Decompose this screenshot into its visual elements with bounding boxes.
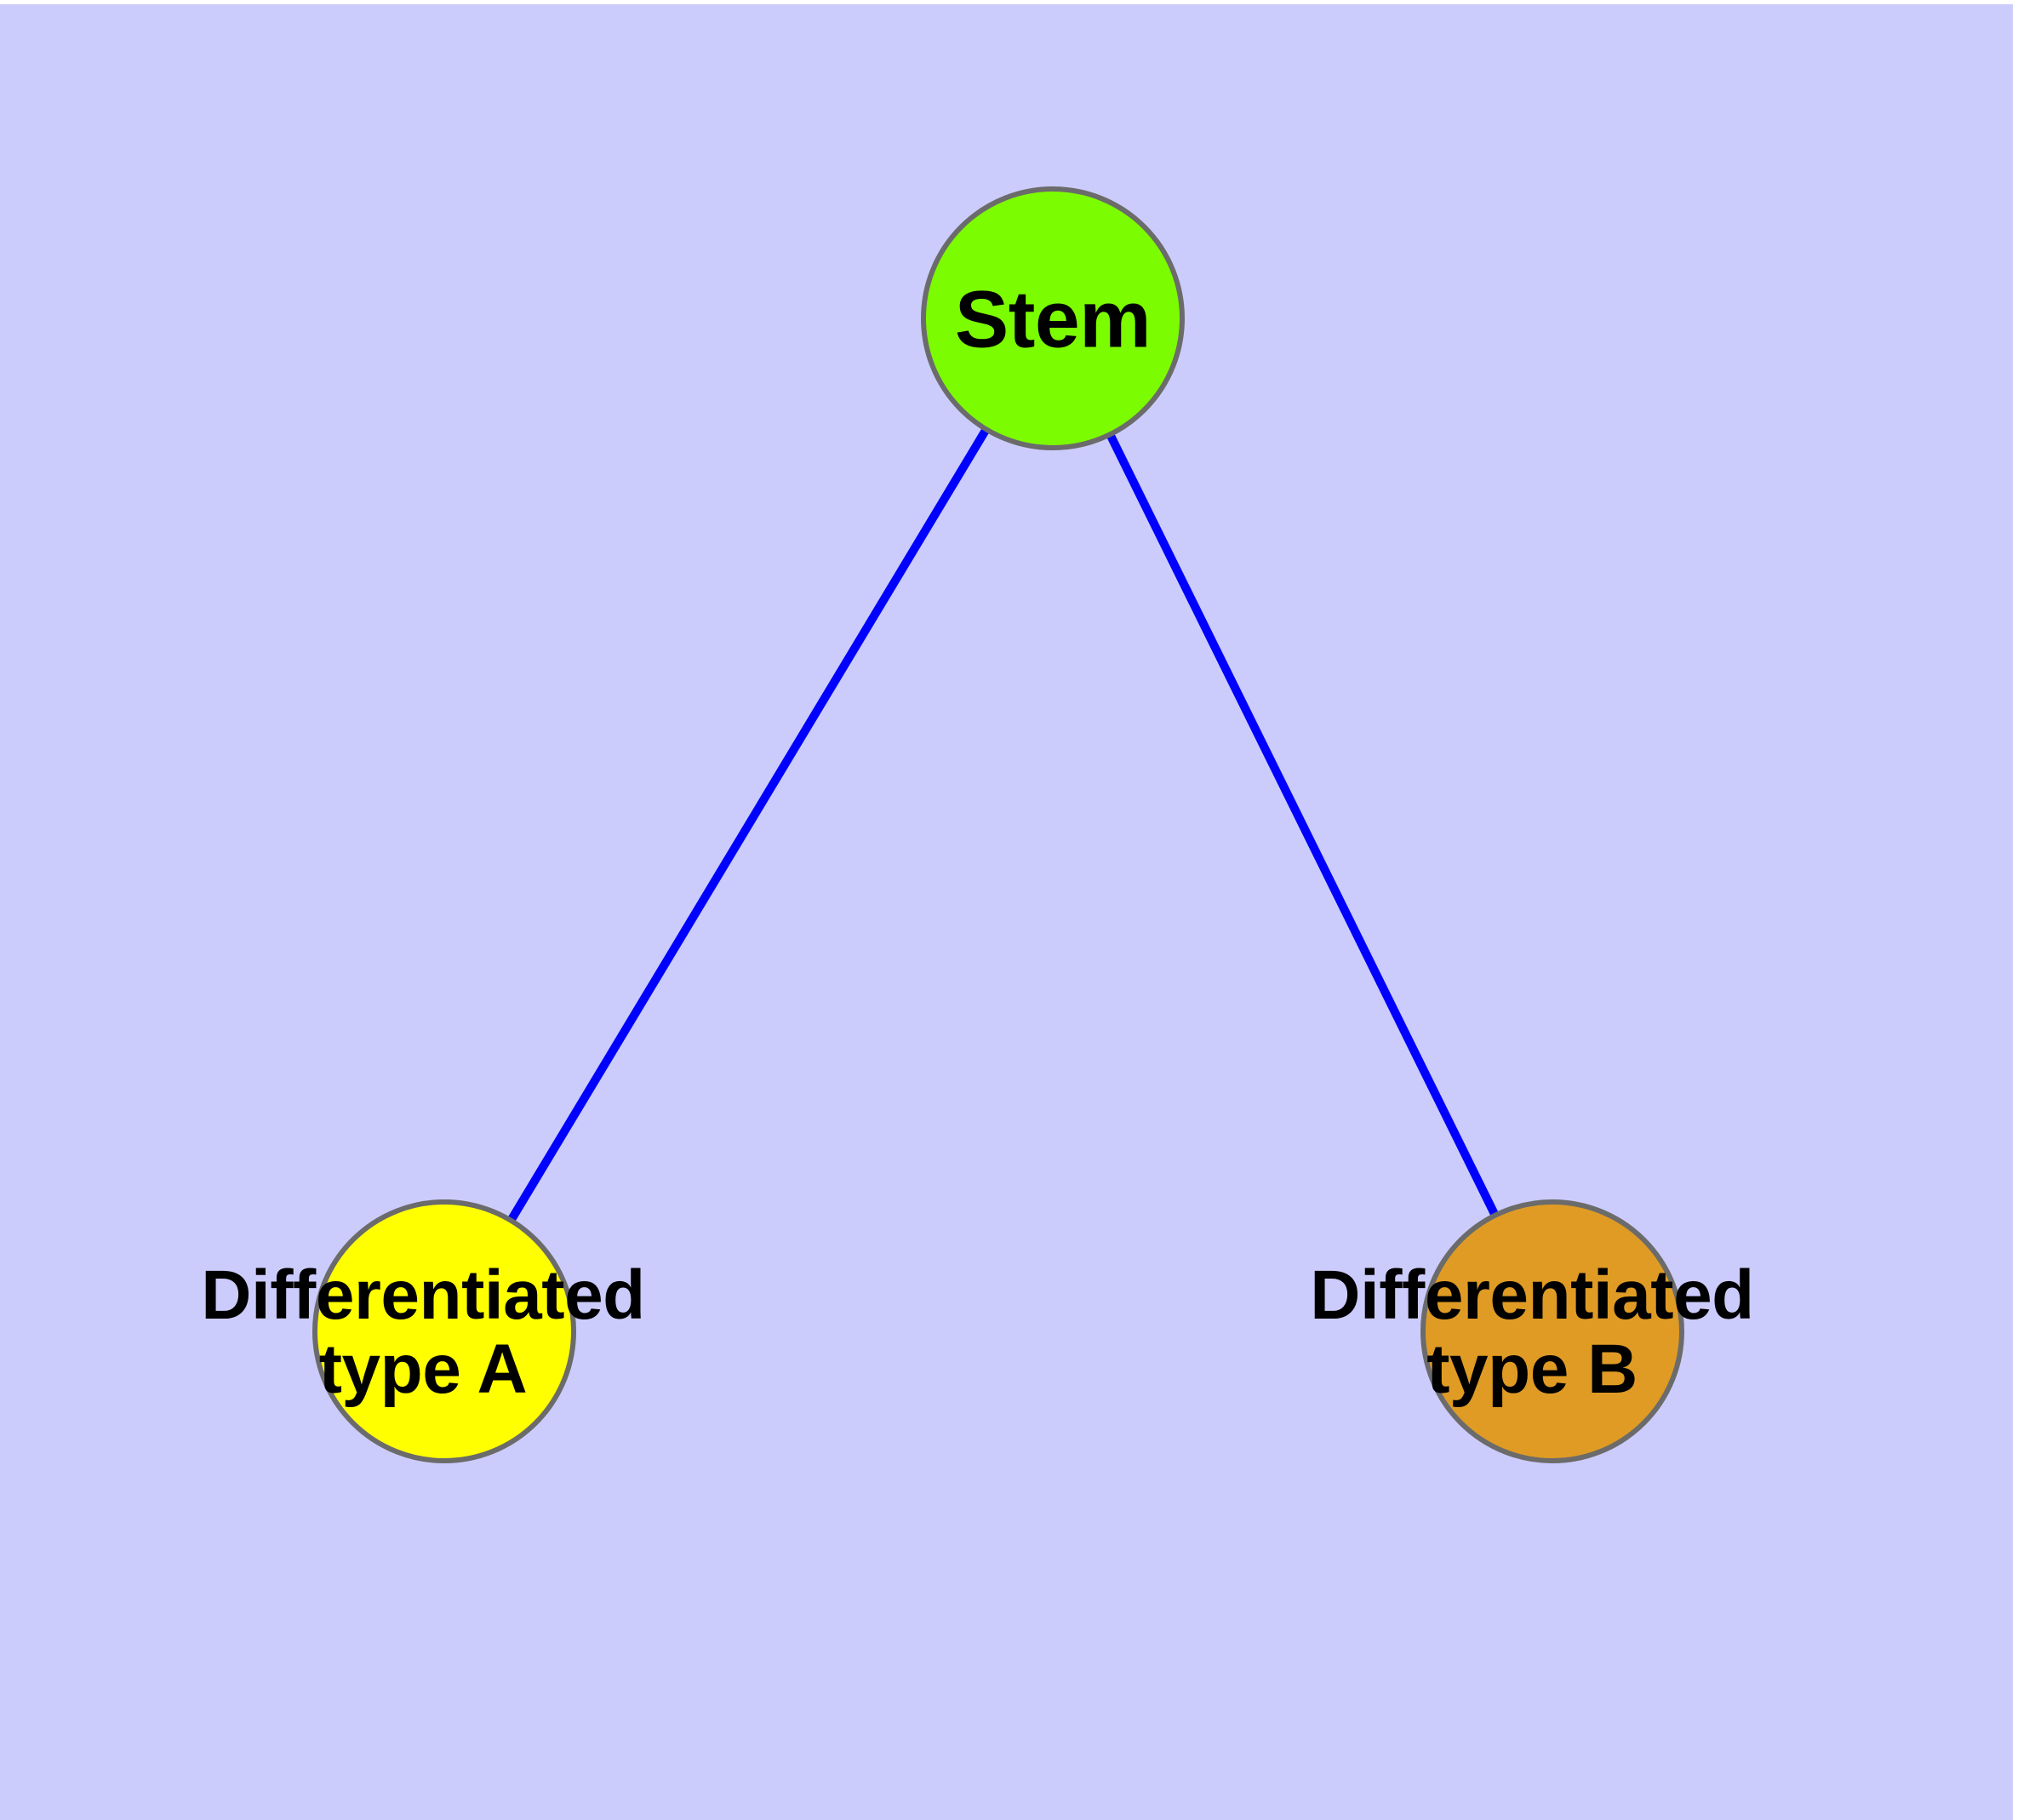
- edge-stem-to-diff-a[interactable]: [440, 316, 1057, 1334]
- node-diff-b[interactable]: [1420, 1199, 1684, 1463]
- edges-layer: [440, 316, 1557, 1334]
- nodes-layer: [312, 186, 1684, 1463]
- edge-stem-to-diff-b[interactable]: [1049, 316, 1557, 1334]
- node-diff-a[interactable]: [312, 1199, 576, 1463]
- node-stem[interactable]: [921, 186, 1185, 450]
